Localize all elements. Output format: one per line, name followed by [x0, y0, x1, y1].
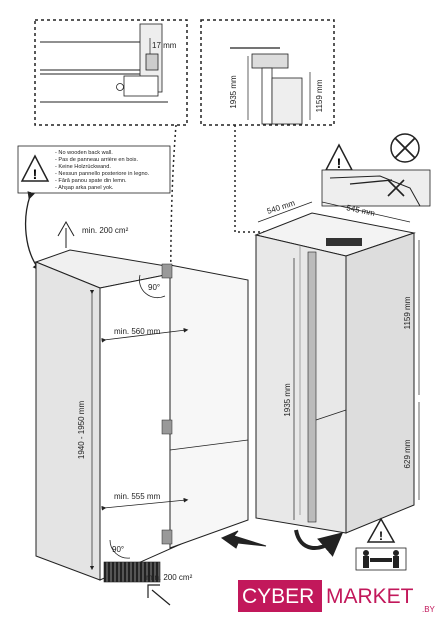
vent-top-label: min. 200 cm² [82, 226, 129, 235]
detail-door-height-label: 1159 mm [315, 79, 324, 112]
logo-suffix: .BY [422, 605, 436, 614]
fridge-height-label: 1935 mm [283, 383, 292, 417]
cabinet-niche [34, 249, 249, 583]
warning-line-6: - Ahşap arka panel yok. [55, 185, 114, 191]
warning-line-4: - Nessun pannello posteriore in legno. [55, 171, 150, 177]
warning-line-1: - No wooden back wall. [55, 150, 113, 156]
svg-text:!: ! [379, 529, 383, 543]
logo-part1: CYBER [242, 585, 314, 608]
warning-box: ! - No wooden back wall. - Pas de pannea… [17, 145, 171, 194]
angle-bottom-label: 90° [112, 545, 124, 554]
door-upper-label: 1159 mm [403, 296, 412, 329]
niche-width-upper-label: min. 560 mm [114, 327, 161, 336]
detail-box-height: 1935 mm 1159 mm [200, 19, 335, 126]
niche-height-label: 1940 - 1950 mm [77, 401, 86, 460]
warning-line-2: - Pas de panneau arrière en bois. [55, 157, 138, 163]
warning-triangle-icon [20, 154, 50, 182]
top-gap-label: 17 mm [152, 41, 177, 50]
svg-text:!: ! [33, 166, 38, 182]
arrow-icon [220, 530, 267, 549]
vent-bottom-label: min. 200 cm² [146, 573, 193, 582]
no-entry-group: ! [321, 133, 431, 207]
door-lower-label: 629 mm [403, 439, 412, 468]
svg-text:!: ! [337, 155, 342, 171]
warning-line-5: - Fără panou spate din lemn. [55, 178, 127, 184]
detail-height-label: 1935 mm [229, 75, 238, 109]
warning-line-3: - Keine Holzrückwand. [55, 164, 111, 170]
fridge-3d [254, 212, 416, 557]
cybermarket-logo: CYBER MARKET .BY [238, 580, 436, 614]
angle-top-label: 90° [148, 283, 160, 292]
detail-box-hinge: 17 mm [34, 19, 188, 126]
two-person-lift-icon: ! [355, 517, 407, 571]
niche-width-lower-label: min. 555 mm [114, 492, 161, 501]
logo-part2: MARKET [326, 585, 414, 608]
